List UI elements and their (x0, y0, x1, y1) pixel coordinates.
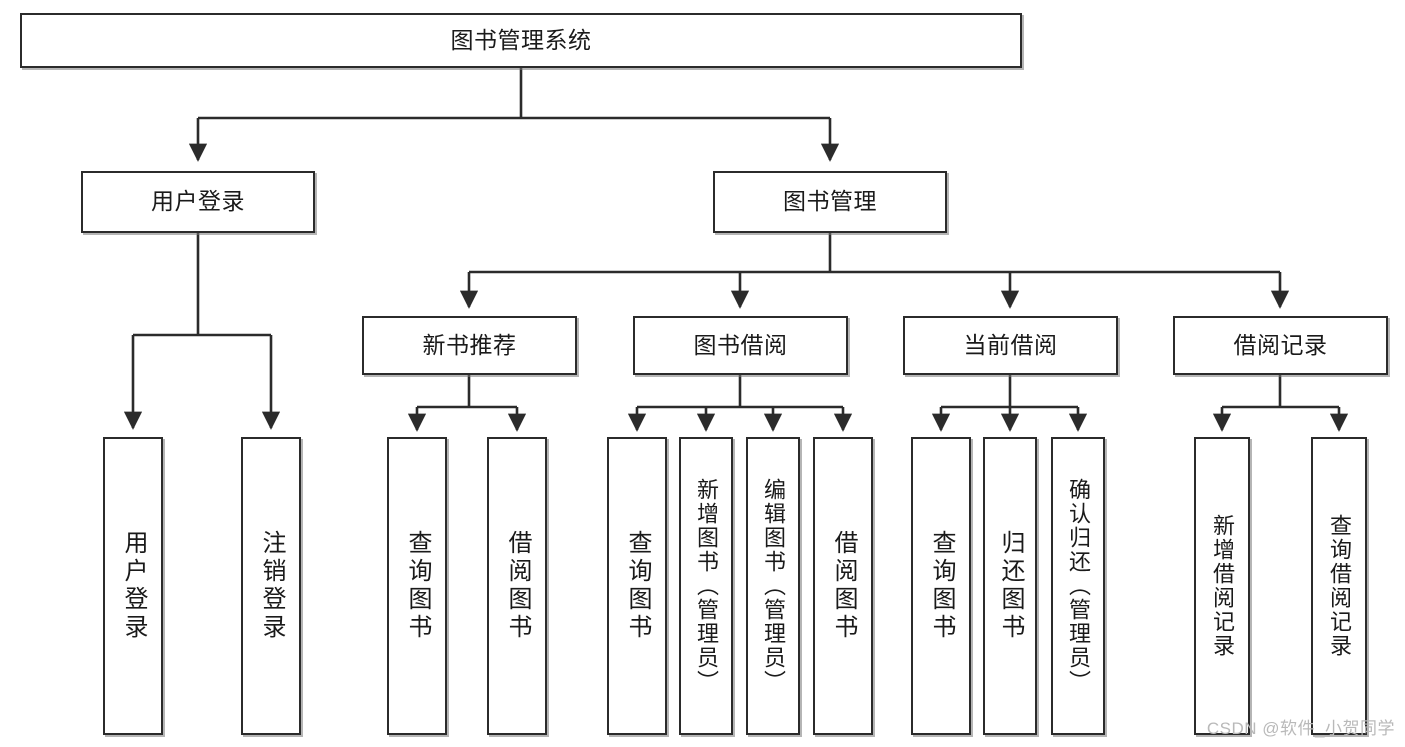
leaf-return-book[interactable]: 归还图书 (983, 437, 1037, 735)
node-label: 新增图书（管理员） (694, 478, 719, 694)
leaf-add-book-admin[interactable]: 新增图书（管理员） (679, 437, 733, 735)
node-label: 借阅记录 (1233, 331, 1328, 358)
node-label: 图书管理 (783, 188, 877, 215)
node-current-borrowing[interactable]: 当前借阅 (903, 316, 1118, 375)
node-label: 借阅图书 (504, 530, 531, 642)
leaf-query-book-borrowing[interactable]: 查询图书 (607, 437, 667, 735)
leaf-borrow-book-borrowing[interactable]: 借阅图书 (813, 437, 873, 735)
leaf-query-book-current[interactable]: 查询图书 (911, 437, 971, 735)
node-label: 当前借阅 (963, 331, 1058, 358)
node-label: 新书推荐 (422, 331, 517, 358)
node-label: 图书管理系统 (450, 26, 592, 53)
leaf-add-borrow-record[interactable]: 新增借阅记录 (1194, 437, 1250, 735)
node-root-book-management-system[interactable]: 图书管理系统 (20, 13, 1022, 68)
node-new-book-recommendation[interactable]: 新书推荐 (362, 316, 577, 375)
node-label: 确认归还（管理员） (1066, 478, 1091, 694)
node-book-management[interactable]: 图书管理 (713, 171, 947, 233)
node-label: 查询图书 (404, 530, 431, 642)
node-label: 借阅图书 (830, 530, 857, 642)
leaf-logout[interactable]: 注销登录 (241, 437, 301, 735)
leaf-confirm-return-admin[interactable]: 确认归还（管理员） (1051, 437, 1105, 735)
node-label: 图书借阅 (693, 331, 788, 358)
csdn-watermark: CSDN @软件_小贺同学 (1206, 719, 1395, 738)
node-label: 查询图书 (624, 530, 651, 642)
node-label: 注销登录 (258, 530, 285, 642)
node-label: 用户登录 (151, 188, 245, 215)
node-label: 查询借阅记录 (1327, 514, 1352, 658)
node-user-login[interactable]: 用户登录 (81, 171, 315, 233)
node-borrowing-record[interactable]: 借阅记录 (1173, 316, 1388, 375)
node-book-borrowing[interactable]: 图书借阅 (633, 316, 848, 375)
leaf-user-login[interactable]: 用户登录 (103, 437, 163, 735)
node-label: 编辑图书（管理员） (761, 478, 786, 694)
leaf-query-book-recommendation[interactable]: 查询图书 (387, 437, 447, 735)
leaf-edit-book-admin[interactable]: 编辑图书（管理员） (746, 437, 800, 735)
leaf-borrow-book-recommendation[interactable]: 借阅图书 (487, 437, 547, 735)
leaf-query-borrow-record[interactable]: 查询借阅记录 (1311, 437, 1367, 735)
node-label: 用户登录 (120, 530, 147, 642)
node-label: 查询图书 (928, 530, 955, 642)
node-label: 新增借阅记录 (1210, 514, 1235, 658)
node-label: 归还图书 (997, 530, 1024, 642)
